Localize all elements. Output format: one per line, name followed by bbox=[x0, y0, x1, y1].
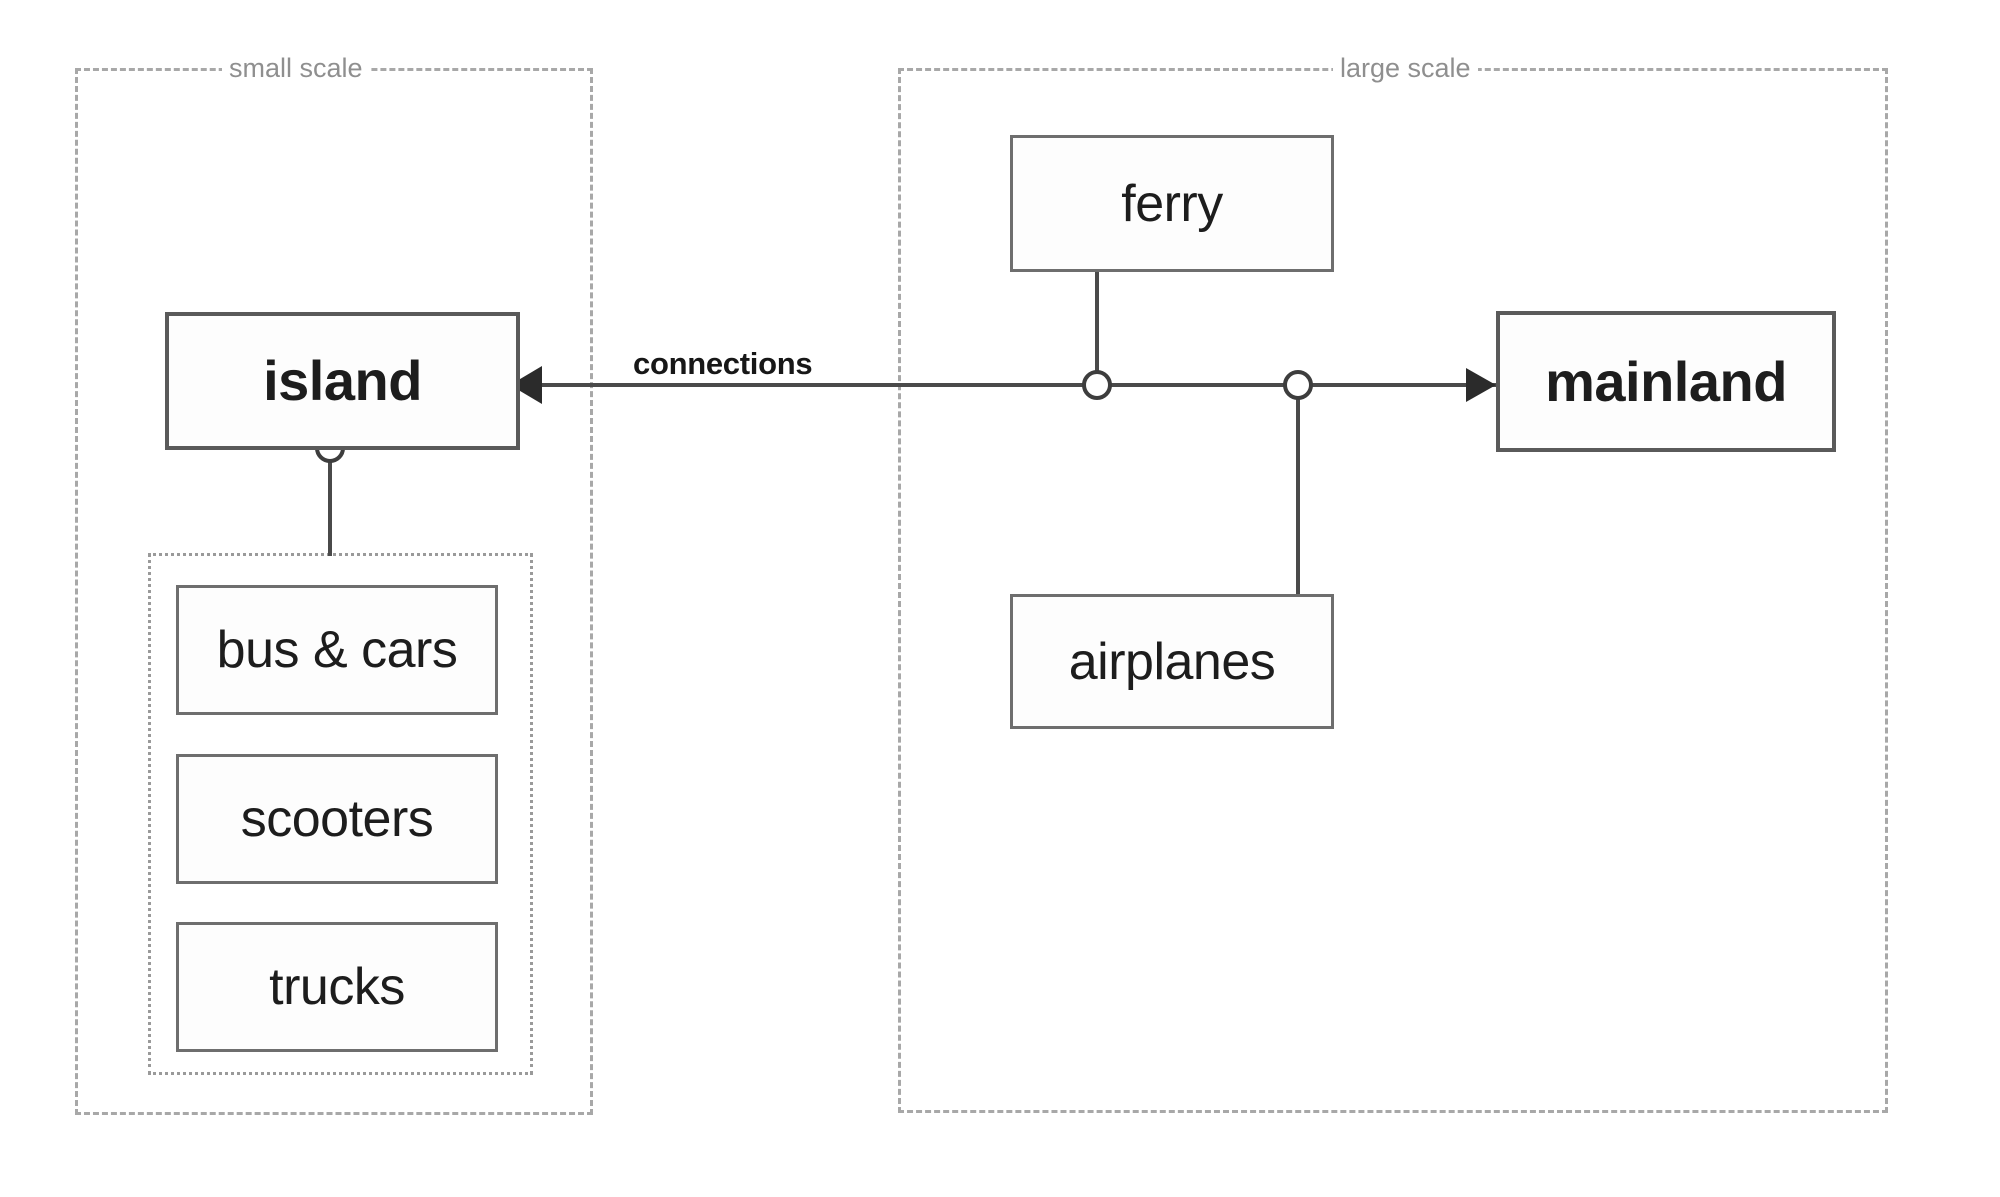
node-airplanes-label: airplanes bbox=[1068, 632, 1276, 691]
group-small-scale-label: small scale bbox=[222, 55, 370, 82]
node-trucks[interactable]: trucks bbox=[176, 922, 498, 1052]
node-island-label: island bbox=[263, 349, 422, 412]
node-island[interactable]: island bbox=[165, 312, 520, 450]
arrow-into-mainland-icon bbox=[1466, 368, 1496, 402]
node-ferry[interactable]: ferry bbox=[1010, 135, 1334, 272]
island-vehicles-connector-line bbox=[328, 448, 332, 556]
node-scooters-label: scooters bbox=[240, 790, 434, 848]
ferry-connector-line bbox=[1095, 272, 1099, 388]
node-scooters[interactable]: scooters bbox=[176, 754, 498, 884]
node-mainland[interactable]: mainland bbox=[1496, 311, 1836, 452]
airplanes-junction-circle-icon bbox=[1283, 370, 1313, 400]
node-mainland-label: mainland bbox=[1545, 349, 1787, 413]
node-trucks-label: trucks bbox=[269, 958, 405, 1016]
edge-label-connections: connections bbox=[627, 348, 819, 379]
node-bus-and-cars[interactable]: bus & cars bbox=[176, 585, 498, 715]
group-island-vehicles bbox=[148, 553, 533, 1075]
ferry-junction-circle-icon bbox=[1082, 370, 1112, 400]
airplanes-connector-line bbox=[1296, 385, 1300, 595]
group-large-scale-label: large scale bbox=[1333, 55, 1478, 82]
node-airplanes[interactable]: airplanes bbox=[1010, 594, 1334, 729]
connections-line bbox=[540, 383, 1835, 387]
node-bus-and-cars-label: bus & cars bbox=[216, 621, 458, 679]
node-ferry-label: ferry bbox=[1121, 174, 1223, 233]
